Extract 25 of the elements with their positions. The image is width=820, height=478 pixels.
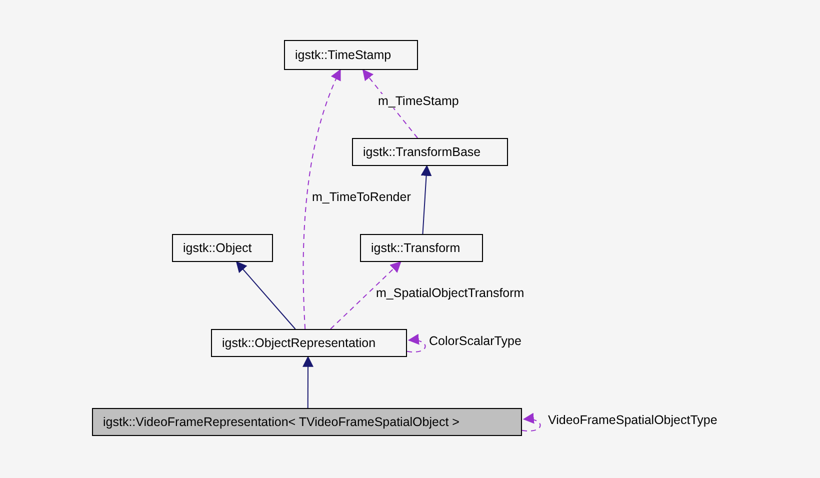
arrow (522, 413, 541, 432)
edge-label: m_TimeToRender (312, 190, 411, 204)
edge-label: ColorScalarType (429, 334, 522, 348)
arrow (420, 164, 432, 234)
edge-label: VideoFrameSpatialObjectType (548, 413, 718, 427)
arrow (302, 356, 314, 408)
arrow (302, 69, 342, 330)
class-name: igstk::ObjectRepresentation (222, 336, 376, 350)
class-name: igstk::TimeStamp (295, 48, 392, 62)
class-name: igstk::TransformBase (363, 145, 481, 159)
class-box (172, 234, 273, 262)
edge-label: m_TimeStamp (378, 94, 459, 108)
class-name: igstk::Object (183, 241, 252, 255)
class-box (92, 408, 522, 436)
arrow (362, 69, 418, 138)
arrow (236, 261, 296, 330)
arrow (330, 261, 402, 330)
arrow (406, 334, 426, 352)
class-box (360, 234, 483, 262)
edge-label: m_SpatialObjectTransform (376, 286, 524, 300)
class-box (284, 40, 418, 70)
class-box (211, 329, 407, 357)
class-name: igstk::VideoFrameRepresentation< TVideoFrameSpatialObject > (103, 415, 460, 429)
class-box (352, 138, 508, 166)
class-name: igstk::Transform (371, 241, 460, 255)
